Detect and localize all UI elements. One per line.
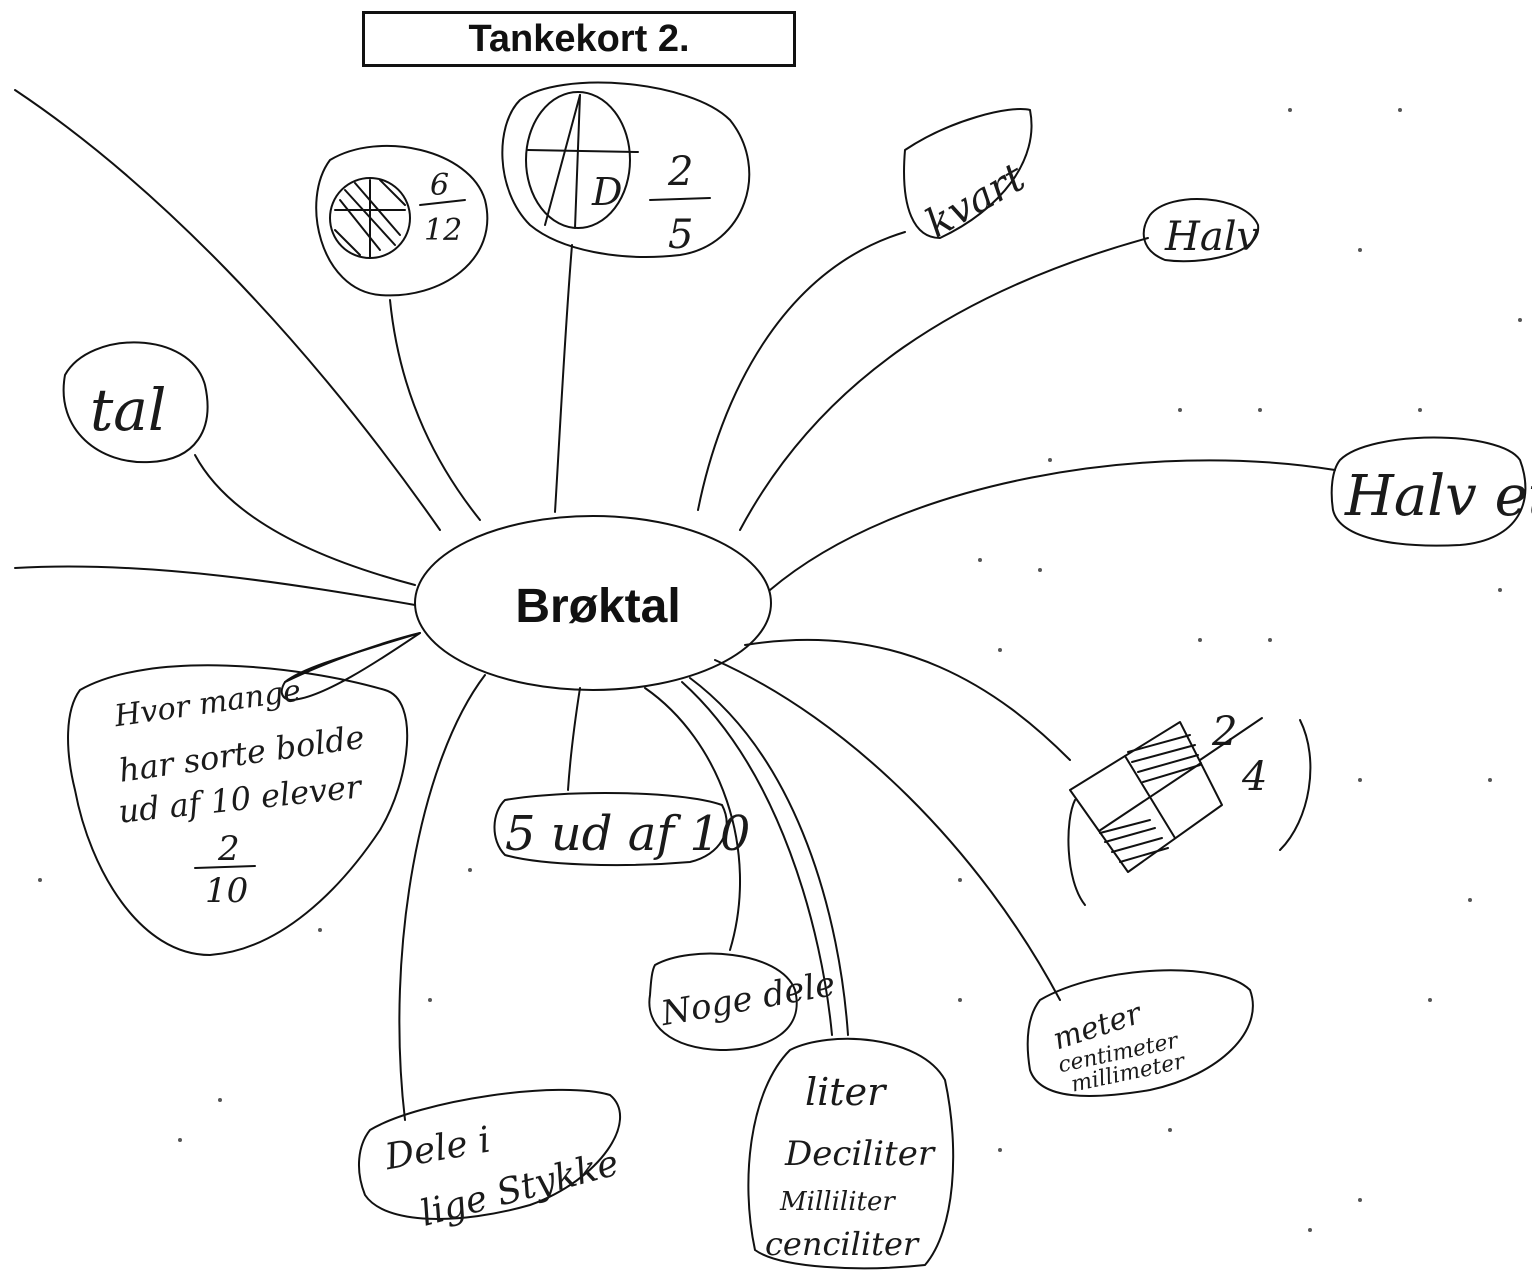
kvart-bubble	[903, 108, 1033, 239]
hvor-mange-bubble	[67, 664, 409, 956]
square-fraction-numerator: 2	[1211, 709, 1237, 755]
circle-fraction-denominator: 12	[424, 213, 462, 248]
shaded-circle-hatch	[334, 179, 406, 259]
connector-left	[14, 565, 416, 606]
noge-dele-bubble	[648, 952, 798, 1051]
liter-line2: Deciliter	[784, 1134, 936, 1174]
connector-circle-fraction	[389, 299, 481, 521]
center-label: Brøktal	[515, 580, 680, 633]
hvor-mange-fraction-bar	[194, 865, 256, 869]
connector-liter	[689, 677, 849, 1036]
title-box: Tankekort 2.	[362, 11, 796, 67]
center-node	[414, 515, 772, 691]
connector-liter-2	[681, 681, 833, 1036]
pie-label-d: D	[591, 170, 622, 214]
fem-ud-af-ti-bubble	[493, 792, 728, 867]
noge-dele-label: Noge dele	[657, 964, 838, 1034]
hvor-mange-line1: Hvor mange	[111, 673, 303, 734]
dele-i-line1: Dele i	[381, 1119, 493, 1178]
hvor-mange-numerator: 2	[217, 829, 240, 869]
halv-et-bubble	[1330, 436, 1527, 547]
connector-dele-i	[398, 674, 486, 1121]
liter-line4: cenciliter	[765, 1225, 920, 1263]
pie-circle-icon	[525, 91, 631, 229]
circle-fraction-bubble	[315, 144, 489, 297]
pie-fraction-numerator: 2	[667, 149, 693, 195]
pie-fraction-bar	[649, 197, 711, 201]
connector-top-left	[14, 89, 441, 531]
circle-fraction-bar	[419, 199, 466, 206]
page-title: Tankekort 2.	[468, 17, 690, 60]
hvor-mange-denominator: 10	[205, 871, 248, 911]
square-fraction-bracket	[1067, 799, 1086, 906]
connector-pie-fraction	[554, 244, 573, 513]
scan-noise	[38, 108, 1522, 1232]
connector-tal	[194, 454, 416, 586]
pie-slice-line-2	[544, 94, 581, 226]
connector-5-ud-af-10	[567, 687, 581, 791]
connector-kvart	[697, 231, 906, 511]
liter-bubble	[747, 1037, 955, 1270]
tal-bubble	[62, 341, 209, 464]
halv-bubble	[1142, 198, 1260, 263]
liter-line1: liter	[805, 1070, 888, 1114]
pie-slice-line-1	[527, 149, 639, 153]
square-fraction-bar	[1199, 717, 1263, 761]
connector-meter	[714, 659, 1061, 1001]
pie-fraction-denominator: 5	[668, 212, 693, 258]
pie-slice-line-3	[574, 94, 581, 229]
connector-halv	[739, 237, 1149, 531]
fem-ud-af-ti-label: 5 ud af 10	[505, 806, 750, 862]
tal-label: tal	[90, 376, 166, 444]
connector-hvor-mange	[284, 632, 421, 683]
pie-fraction-bubble	[501, 81, 751, 258]
kvart-label: kvart	[918, 154, 1033, 247]
hvor-mange-tab	[280, 632, 421, 701]
connector-noge-dele	[644, 687, 742, 951]
square-fraction-denominator: 4	[1241, 754, 1267, 800]
circle-fraction-numerator: 6	[430, 168, 449, 203]
connector-square	[744, 638, 1071, 761]
square-fraction-bracket-right	[1279, 719, 1312, 851]
shaded-square-icon	[1069, 721, 1223, 873]
connector-halv-et	[769, 459, 1336, 591]
halv-label: Halv	[1164, 214, 1260, 260]
halv-et-label: Halv et	[1344, 464, 1532, 529]
dele-i-bubble	[358, 1088, 622, 1220]
liter-line3: Milliliter	[779, 1187, 896, 1217]
meter-bubble	[1026, 969, 1254, 1097]
